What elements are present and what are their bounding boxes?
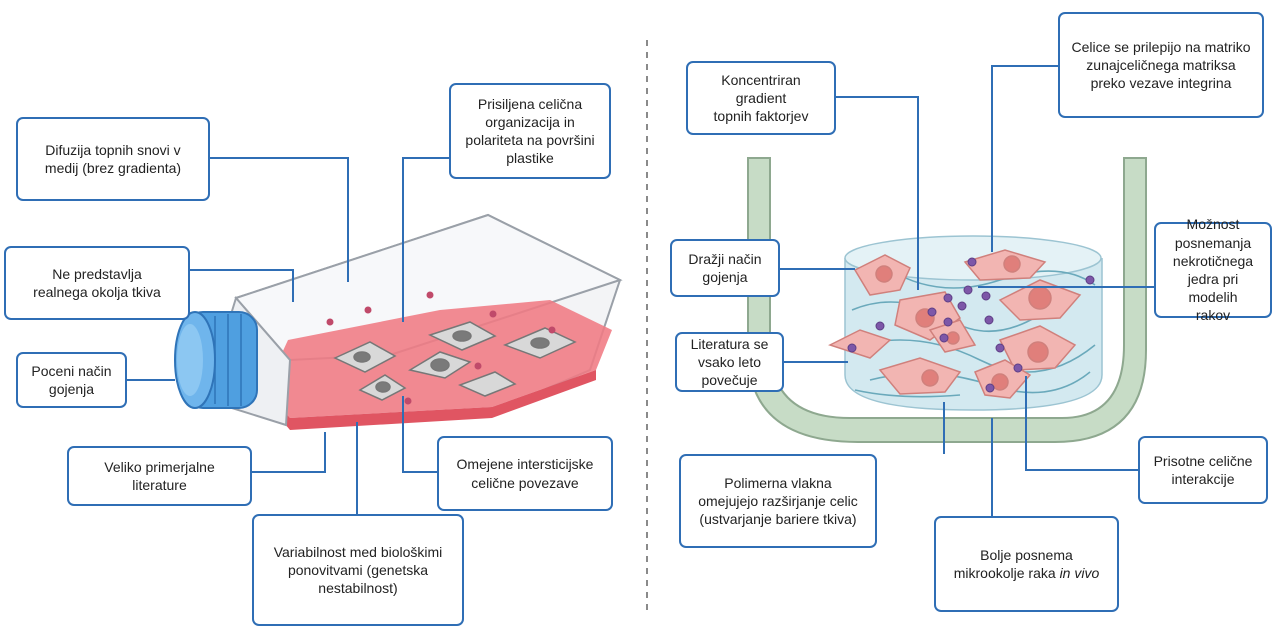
- label-comparative-literature: Veliko primerjalne literature: [67, 446, 252, 506]
- label-growing-literature: Literatura se vsako leto povečuje: [675, 332, 784, 392]
- flask-cap: [174, 311, 258, 409]
- label-cheap-culture: Poceni način gojenja: [16, 352, 127, 408]
- 3d-cells: [828, 249, 1082, 399]
- label-expensive-culture: Dražji način gojenja: [670, 239, 780, 297]
- label-mimics-text: Bolje posnema mikrookolje raka in vivo: [953, 546, 1100, 581]
- left-connectors: [127, 157, 449, 514]
- label-mimics-in-vivo: Bolje posnema mikrookolje raka in vivo: [934, 516, 1119, 612]
- label-variability: Variabilnost med biološkimi ponovitvami …: [252, 514, 464, 626]
- label-limited-interstitial: Omejene intersticijske celične povezave: [437, 436, 613, 511]
- label-integrin-adhesion: Celice se prilepijo na matriko zunajceli…: [1058, 12, 1264, 118]
- soluble-factors: [847, 257, 1095, 393]
- medium-particles: [326, 291, 556, 405]
- adherent-cells: [333, 321, 577, 401]
- label-necrotic-core: Možnost posnemanja nekrotičnega jedra pr…: [1154, 216, 1272, 323]
- well-wall: [747, 157, 1147, 443]
- label-forced-organization: Prisiljena celična organizacija in polar…: [449, 83, 611, 179]
- label-not-real-tissue: Ne predstavlja realnega okolja tkiva: [4, 246, 190, 320]
- label-diffusion: Difuzija topnih snovi v medij (brez grad…: [16, 117, 210, 201]
- label-concentrated-gradient: Koncentriran gradient topnih faktorjev: [686, 61, 836, 135]
- culture-flask-illustration: [174, 213, 623, 430]
- label-polymer-fibers: Polimerna vlakna omejujejo razširjanje c…: [679, 454, 877, 548]
- right-connectors: [780, 65, 1154, 516]
- well-illustration: [747, 157, 1147, 443]
- label-cell-interactions: Prisotne celične interakcije: [1138, 436, 1268, 504]
